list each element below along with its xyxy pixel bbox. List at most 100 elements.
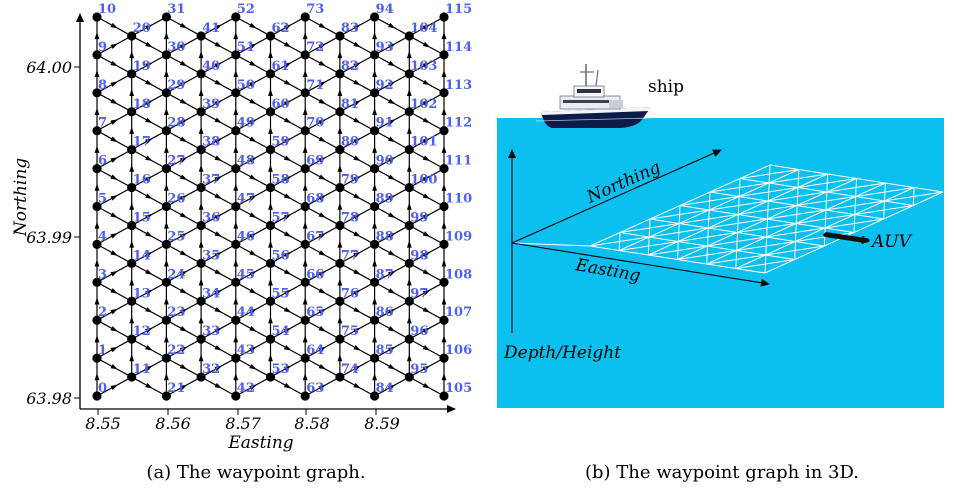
- edge-arrowhead: [283, 176, 292, 182]
- edge-arrowhead: [110, 346, 118, 353]
- edge-arrowhead: [422, 62, 431, 69]
- waypoint-id-label: 46: [237, 229, 255, 244]
- waypoint-id-label: 91: [376, 116, 394, 131]
- edge-arrowhead: [318, 81, 327, 87]
- edge-arrowhead: [249, 22, 257, 29]
- edge-arrowhead: [179, 174, 188, 180]
- waypoint-node: [439, 126, 449, 136]
- edge-arrowhead: [406, 316, 412, 324]
- edge-arrowhead: [145, 193, 153, 199]
- edge-arrowhead: [302, 373, 308, 381]
- edge-arrowhead: [318, 326, 327, 332]
- waypoint-node: [404, 182, 414, 193]
- edge-arrowhead: [268, 316, 273, 324]
- edge-arrowhead: [214, 307, 222, 313]
- edge-arrowhead: [110, 326, 118, 332]
- edge-arrowhead: [214, 41, 222, 48]
- waypoint-id-label: 56: [272, 248, 290, 263]
- waypoint-id-label: 24: [167, 267, 185, 282]
- waypoint-node: [370, 277, 380, 287]
- edge-arrowhead: [145, 100, 153, 106]
- waypoint-node: [92, 353, 102, 363]
- edge-arrowhead: [129, 88, 135, 97]
- edge-arrowhead: [283, 117, 292, 124]
- waypoint-node: [404, 296, 414, 306]
- edge-arrowhead: [214, 344, 222, 351]
- waypoint-node: [92, 201, 102, 212]
- edge-arrowhead: [372, 221, 377, 229]
- edge-arrowhead: [353, 41, 361, 48]
- edge-arrowhead: [233, 373, 239, 381]
- waypoint-node: [439, 239, 449, 249]
- waypoint-node: [92, 164, 102, 174]
- edge-arrowhead: [372, 259, 377, 267]
- edge-arrowhead: [233, 259, 239, 267]
- edge-arrowhead: [337, 126, 343, 134]
- edge-arrowhead: [318, 270, 327, 277]
- waypoint-node: [370, 126, 380, 136]
- waypoint-node: [404, 258, 414, 268]
- grid-3d-line: [735, 178, 741, 269]
- y-tick-label: 64.00: [26, 58, 72, 77]
- edge-arrowhead: [372, 297, 377, 305]
- grid-3d-line: [853, 178, 857, 233]
- edge-arrowhead: [387, 212, 396, 218]
- waypoint-node: [300, 353, 310, 363]
- edge-arrowhead: [441, 259, 447, 267]
- waypoint-id-label: 106: [445, 343, 472, 358]
- edge-arrowhead: [441, 335, 447, 343]
- waypoint-id-label: 102: [410, 97, 437, 112]
- waypoint-node: [300, 315, 310, 325]
- waypoint-node: [370, 164, 380, 174]
- edge-arrowhead: [214, 24, 222, 31]
- edge-arrowhead: [179, 346, 188, 353]
- edge-arrowhead: [249, 288, 257, 294]
- edge-arrowhead: [353, 193, 361, 199]
- edge-arrowhead: [110, 212, 118, 218]
- edge-arrowhead: [283, 100, 292, 106]
- edge-arrowhead: [441, 31, 447, 40]
- edge-arrowhead: [179, 157, 188, 163]
- edge-arrowhead: [94, 31, 100, 40]
- edge-arrowhead: [283, 307, 292, 313]
- waypoint-id-label: 81: [341, 97, 359, 112]
- edge-arrowhead: [422, 269, 431, 275]
- waypoint-id-label: 74: [341, 362, 359, 377]
- edge-arrowhead: [318, 308, 327, 315]
- waypoint-node: [92, 126, 102, 136]
- caption-b: (b) The waypoint graph in 3D.: [585, 462, 859, 483]
- edge-arrowhead: [129, 126, 135, 134]
- edge-arrowhead: [145, 62, 153, 69]
- waypoint-node: [231, 12, 241, 22]
- waypoint-id-label: 94: [376, 2, 394, 17]
- waypoint-id-label: 68: [306, 192, 324, 207]
- edge-arrowhead: [353, 231, 361, 237]
- waypoint-node: [370, 315, 380, 325]
- edge-arrowhead: [387, 346, 396, 353]
- waypoint-id-label: 21: [167, 381, 185, 396]
- waypoint-node: [265, 372, 276, 382]
- waypoint-id-label: 66: [306, 267, 324, 282]
- edge-arrowhead: [145, 251, 153, 258]
- edge-arrowhead: [283, 138, 292, 144]
- waypoint-node: [161, 315, 171, 325]
- waypoint-id-label: 79: [341, 173, 359, 188]
- depth-label: Depth/Height: [503, 343, 621, 363]
- edge-arrowhead: [164, 31, 169, 40]
- edge-arrowhead: [422, 138, 431, 144]
- edge-arrowhead: [422, 155, 431, 162]
- edge-arrowhead: [179, 250, 188, 256]
- edge-arrowhead: [302, 335, 308, 343]
- edge-arrowhead: [249, 60, 257, 67]
- waypoint-id-label: 110: [445, 192, 472, 207]
- waypoint-node: [300, 88, 310, 98]
- edge-arrowhead: [145, 327, 153, 334]
- x-tick-label: 8.56: [155, 414, 191, 433]
- waypoint-id-label: 38: [202, 135, 220, 150]
- edge-arrowhead: [129, 316, 135, 324]
- waypoint-node: [370, 12, 380, 22]
- waypoint-id-label: 29: [167, 78, 185, 93]
- waypoint-node: [231, 239, 241, 249]
- waypoint-node: [127, 107, 137, 117]
